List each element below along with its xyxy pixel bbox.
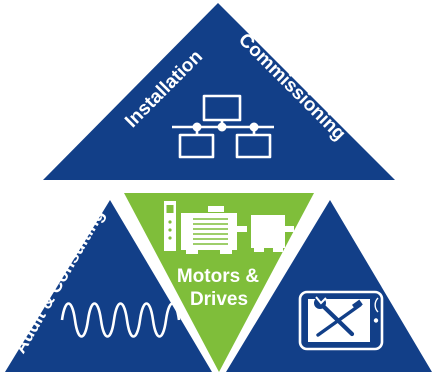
motors-drives-icon — [164, 201, 294, 254]
segment-audit-consulting: Audit & Consulting — [5, 200, 212, 372]
tablet-tools-icon — [298, 290, 384, 351]
sine-wave-icon — [60, 302, 181, 338]
drives-label: Drives — [190, 289, 248, 310]
left-triangle — [5, 200, 212, 372]
segment-motors-drives: Motors & Drives — [124, 193, 314, 372]
segment-installation-commissioning: Installation Commissioning — [43, 3, 395, 180]
top-triangle — [43, 3, 395, 180]
right-triangle — [226, 200, 432, 372]
motors-label: Motors & — [177, 266, 260, 287]
network-icon — [172, 94, 274, 159]
